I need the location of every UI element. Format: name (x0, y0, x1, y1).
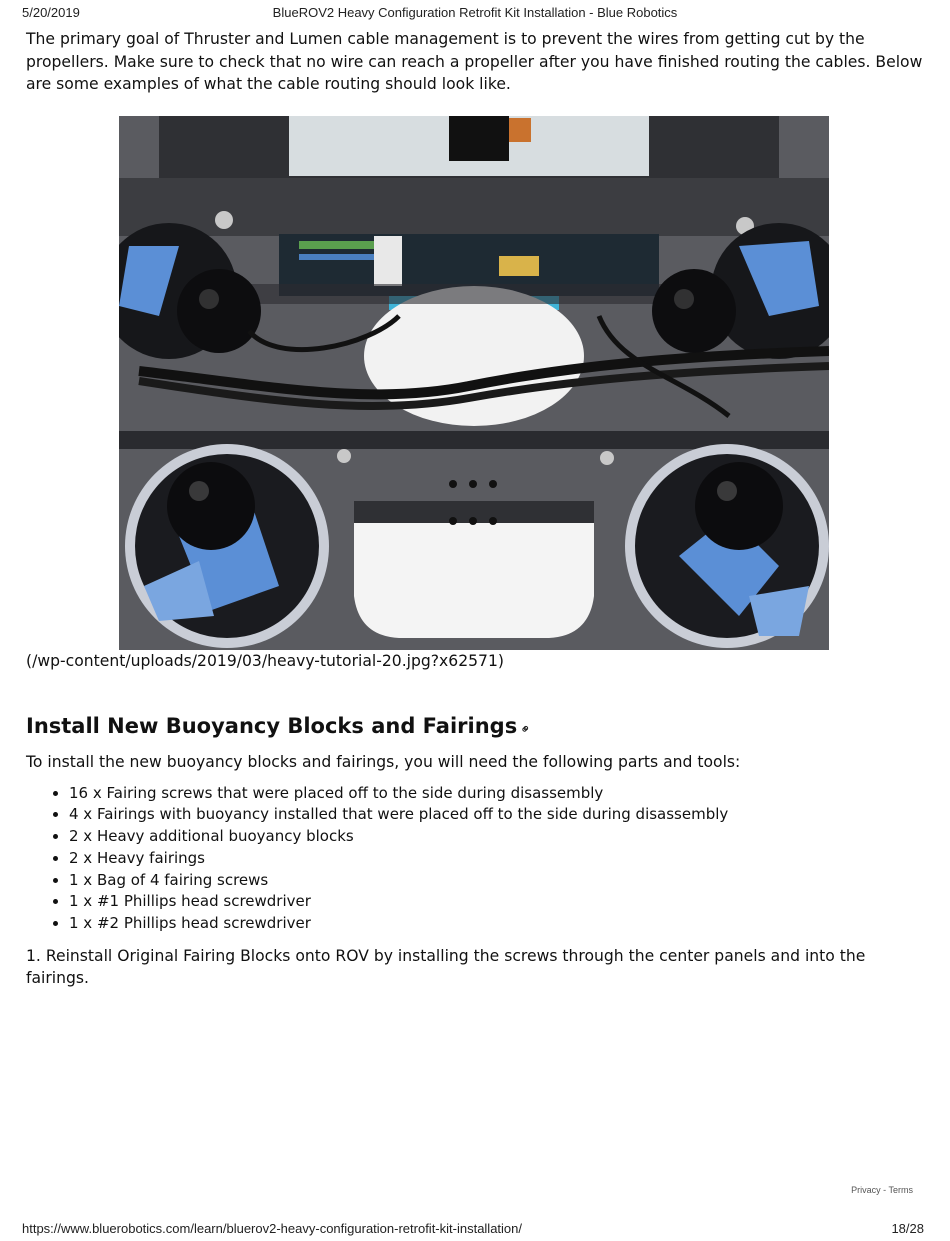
rov-cable-routing-photo[interactable] (119, 115, 829, 650)
section-heading: Install New Buoyancy Blocks and Fairings… (26, 711, 926, 745)
print-title: BlueROV2 Heavy Configuration Retrofit Ki… (272, 5, 678, 20)
list-item: 1 x Bag of 4 fairing screws (69, 870, 926, 892)
recaptcha-separator: - (880, 1185, 889, 1195)
list-item: 16 x Fairing screws that were placed off… (69, 783, 926, 805)
page-number: 18/28 (891, 1221, 924, 1236)
intro-paragraph: The primary goal of Thruster and Lumen c… (26, 30, 923, 93)
section-heading-text: Install New Buoyancy Blocks and Fairings (26, 713, 518, 738)
terms-link[interactable]: Terms (888, 1185, 914, 1195)
list-item: 1 x #1 Phillips head screwdriver (69, 891, 926, 913)
parts-list: 16 x Fairing screws that were placed off… (26, 783, 926, 936)
list-item: 2 x Heavy fairings (69, 848, 926, 870)
print-date: 5/20/2019 (22, 5, 80, 20)
recaptcha-links: Privacy - Terms (851, 1185, 913, 1195)
rov-photo-illustration (119, 115, 829, 650)
list-item: 1 x #2 Phillips head screwdriver (69, 913, 926, 935)
list-item: 2 x Heavy additional buoyancy blocks (69, 826, 926, 848)
list-item: 4 x Fairings with buoyancy installed tha… (69, 804, 926, 826)
print-header: 5/20/2019 BlueROV2 Heavy Configuration R… (0, 5, 950, 23)
page-url: https://www.bluerobotics.com/learn/bluer… (22, 1221, 522, 1236)
step-one: 1. Reinstall Original Fairing Blocks ont… (26, 947, 866, 988)
image-source-link[interactable]: (/wp-content/uploads/2019/03/heavy-tutor… (26, 651, 504, 670)
parts-intro: To install the new buoyancy blocks and f… (26, 752, 741, 771)
privacy-link[interactable]: Privacy (851, 1185, 881, 1195)
article-content: The primary goal of Thruster and Lumen c… (26, 28, 926, 989)
